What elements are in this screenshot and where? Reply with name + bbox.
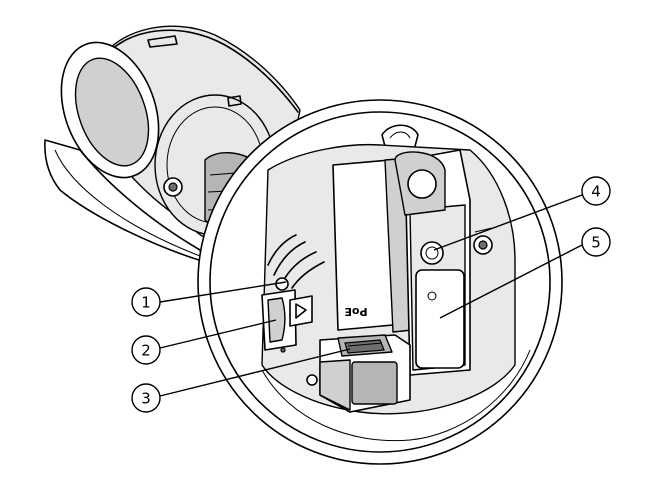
callout-circle-5 bbox=[581, 227, 611, 257]
callout-line-2 bbox=[159, 319, 277, 349]
callout-circle-1 bbox=[131, 287, 161, 317]
callout-line-5 bbox=[439, 244, 583, 319]
callout-circle-4 bbox=[581, 176, 611, 206]
callout-number-1: 1 bbox=[141, 294, 151, 312]
item-1-cable-clip bbox=[267, 234, 325, 291]
callout-circle-2 bbox=[131, 335, 161, 365]
callout-number-5: 5 bbox=[591, 234, 601, 252]
callout-number-3: 3 bbox=[141, 390, 151, 408]
item-2-connector bbox=[261, 289, 313, 353]
callout-circle-3 bbox=[131, 383, 161, 413]
item-5-slot bbox=[415, 269, 465, 369]
poe-marking: PoE bbox=[344, 305, 367, 318]
callout-line-4 bbox=[433, 194, 583, 251]
interior: PoE bbox=[261, 143, 516, 415]
callout-line-1 bbox=[159, 281, 287, 303]
callout-number-2: 2 bbox=[141, 342, 151, 360]
item-3-network-port bbox=[306, 334, 411, 413]
callout-line-3 bbox=[159, 348, 351, 397]
item-4-button bbox=[420, 241, 444, 265]
callout-number-4: 4 bbox=[591, 183, 601, 201]
callouts: 1 2 3 4 5 bbox=[131, 176, 611, 413]
